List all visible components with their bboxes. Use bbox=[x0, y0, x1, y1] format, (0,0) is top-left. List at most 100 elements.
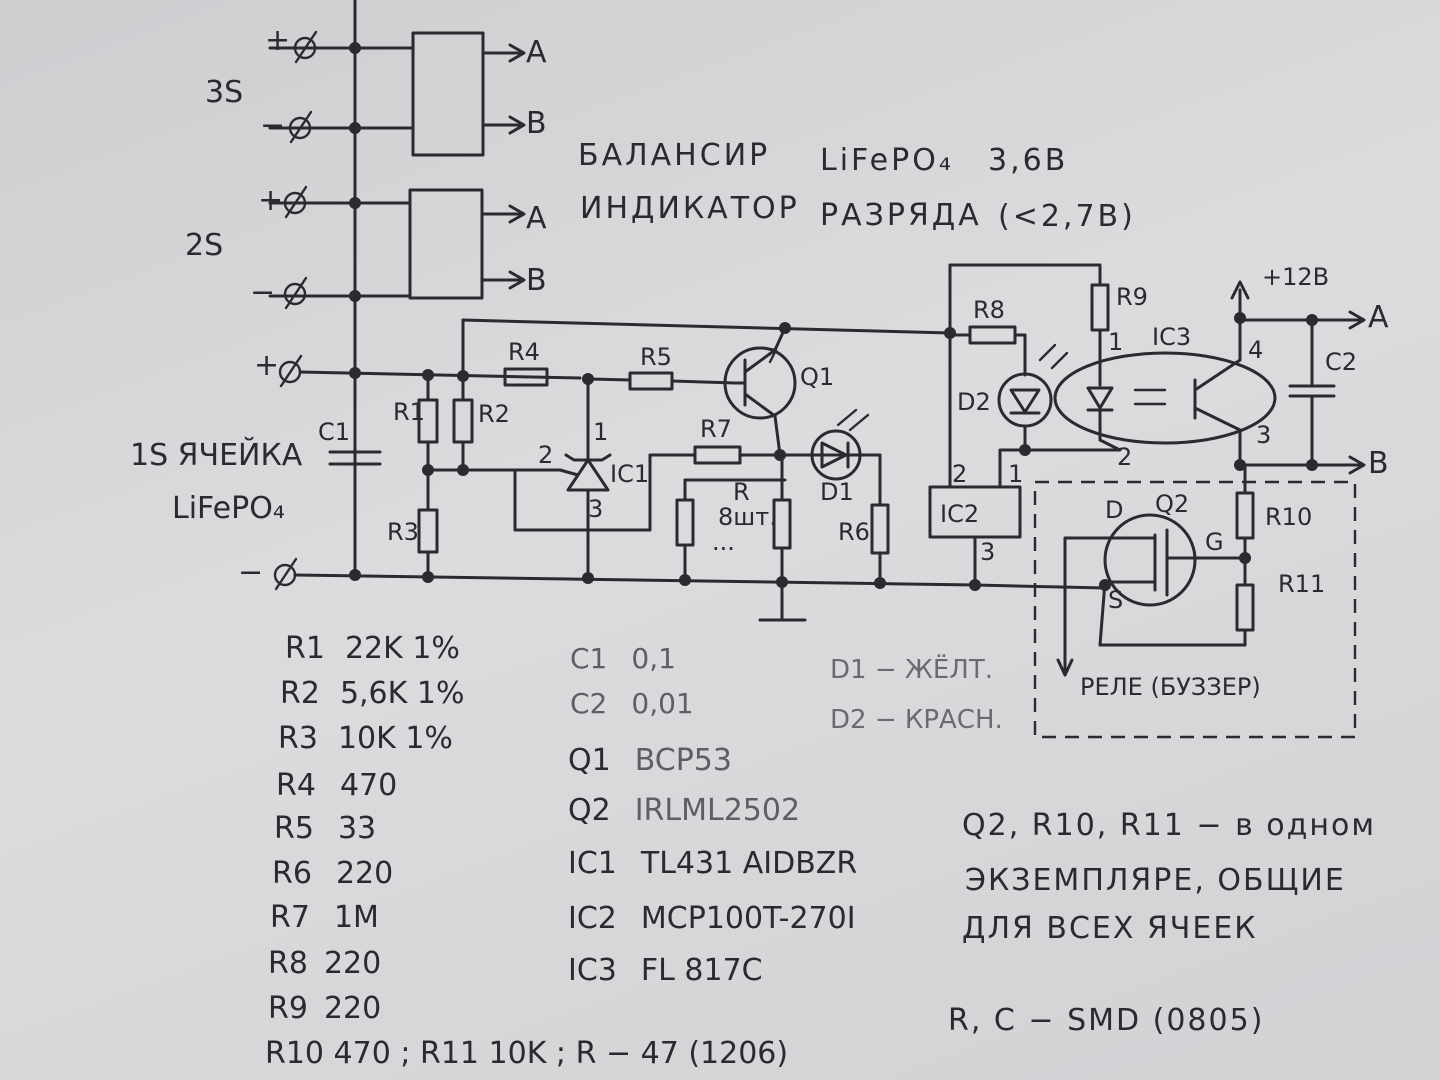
pin-ic3-1: 1 bbox=[1108, 328, 1123, 356]
resistor-bank-r bbox=[675, 498, 695, 547]
label-r4: R4 bbox=[508, 338, 540, 366]
pin-ic3-4: 4 bbox=[1248, 336, 1263, 364]
resistor-r6 bbox=[870, 503, 890, 555]
bom-last-line: R10 470 ; R11 10K ; R − 47 (1206) bbox=[265, 1036, 788, 1071]
out-a-3s: A bbox=[526, 35, 547, 70]
pin-q2-s: S bbox=[1108, 586, 1123, 614]
pin-ic1-1: 1 bbox=[593, 418, 608, 446]
label-1s-chem: LiFePO₄ bbox=[172, 491, 285, 526]
label-r2: R2 bbox=[478, 400, 510, 428]
label-2s: 2S bbox=[185, 228, 223, 263]
label-r-bank: R bbox=[733, 478, 750, 506]
label-r-bank-dots: ... bbox=[712, 528, 735, 556]
resistor-r5 bbox=[628, 371, 674, 391]
label-r3: R3 bbox=[387, 518, 419, 546]
label-r8: R8 bbox=[973, 296, 1005, 324]
minus-sign-1s: − bbox=[238, 555, 263, 590]
title-balancer: БАЛАНСИР bbox=[578, 138, 770, 173]
resistor-r2 bbox=[452, 398, 474, 444]
out-b-main: B bbox=[1368, 446, 1389, 481]
label-ic2: IC2 bbox=[940, 500, 979, 528]
module-3s-block bbox=[411, 31, 485, 157]
title-threshold: (<2,7В) bbox=[998, 199, 1136, 234]
minus-sign-3s: − bbox=[260, 108, 285, 143]
label-c1: C1 bbox=[318, 418, 350, 446]
pin-ic2-3: 3 bbox=[980, 538, 995, 566]
out-a-main: A bbox=[1368, 300, 1389, 335]
note-line4: R, C − SMD (0805) bbox=[948, 1003, 1264, 1038]
label-ic1: IC1 bbox=[610, 460, 649, 488]
plus-sign-1s: + bbox=[254, 348, 279, 383]
plus-sign-3s: + bbox=[265, 23, 290, 58]
transistor-q1 bbox=[723, 346, 797, 420]
pin-q2-g: G bbox=[1205, 528, 1224, 556]
resistor-r9 bbox=[1090, 283, 1110, 332]
resistor-r8 bbox=[968, 325, 1017, 345]
label-d2: D2 bbox=[957, 388, 991, 416]
label-r1: R1 bbox=[393, 398, 425, 426]
resistor-r7 bbox=[693, 445, 742, 465]
out-b-3s: B bbox=[526, 106, 547, 141]
note-line2: ЭКЗЕМПЛЯРЕ, ОБЩИЕ bbox=[965, 863, 1346, 898]
pin-ic2-1: 1 bbox=[1008, 460, 1023, 488]
shared-block-boundary bbox=[1033, 480, 1357, 739]
minus-sign-2s: − bbox=[250, 275, 275, 310]
label-r5: R5 bbox=[640, 343, 672, 371]
title-chem: LiFePO₄ bbox=[820, 143, 954, 178]
resistor-r11 bbox=[1235, 583, 1255, 632]
pin-ic1-2: 2 bbox=[538, 441, 553, 469]
title-discharge: РАЗРЯДА bbox=[820, 198, 982, 233]
title-voltage: 3,6В bbox=[988, 143, 1068, 178]
label-r-bank-count: 8шт. bbox=[718, 503, 777, 531]
pin-q2-d: D bbox=[1105, 496, 1123, 524]
mosfet-q2 bbox=[1103, 513, 1197, 607]
led-note-d1: D1 − ЖЁЛТ. bbox=[830, 653, 993, 685]
cell-stack bbox=[268, 0, 526, 591]
label-q2: Q2 bbox=[1155, 490, 1189, 518]
label-ic3: IC3 bbox=[1152, 323, 1191, 351]
label-r10: R10 bbox=[1265, 503, 1312, 531]
label-q1: Q1 bbox=[800, 363, 834, 391]
title-indicator: ИНДИКАТОР bbox=[580, 191, 800, 226]
label-r7: R7 bbox=[700, 415, 732, 443]
led-note-d2: D2 − КРАСН. bbox=[830, 705, 1003, 735]
label-d1: D1 bbox=[820, 478, 854, 506]
note-line3: ДЛЯ ВСЕХ ЯЧЕЕК bbox=[962, 911, 1258, 946]
pin-ic2-2: 2 bbox=[952, 460, 967, 488]
resistor-r3 bbox=[417, 508, 439, 554]
pin-ic1-3: 3 bbox=[588, 495, 603, 523]
led-d1 bbox=[810, 429, 862, 481]
resistor-r10 bbox=[1235, 491, 1255, 540]
label-3s: 3S bbox=[205, 75, 243, 110]
pin-ic3-2: 2 bbox=[1117, 443, 1132, 471]
plus-sign-2s: + bbox=[258, 183, 283, 218]
resistor-r4 bbox=[503, 367, 549, 387]
label-1s-cell: 1S ЯЧЕЙКА bbox=[130, 437, 303, 473]
label-12v: +12В bbox=[1262, 263, 1329, 291]
optocoupler-ic3 bbox=[1053, 351, 1277, 445]
label-r6: R6 bbox=[838, 518, 870, 546]
label-r9: R9 bbox=[1116, 283, 1148, 311]
out-a-2s: A bbox=[526, 201, 547, 236]
label-c2: C2 bbox=[1325, 348, 1357, 376]
note-line1: Q2, R10, R11 − в одном bbox=[962, 808, 1376, 843]
